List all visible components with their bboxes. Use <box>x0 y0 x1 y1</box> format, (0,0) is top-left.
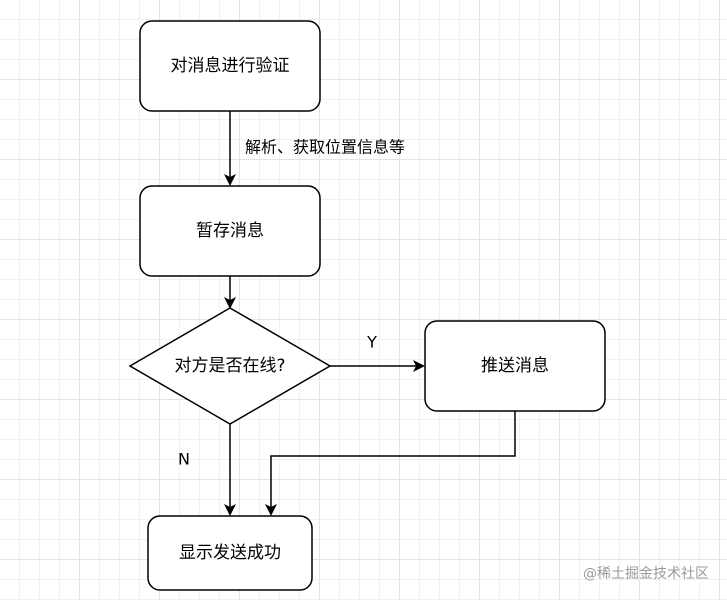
node-decision-label: 对方是否在线? <box>174 356 285 376</box>
node-decision: 对方是否在线? <box>128 307 332 425</box>
node-push-label: 推送消息 <box>481 356 549 376</box>
node-success: 显示发送成功 <box>147 515 313 591</box>
node-push: 推送消息 <box>424 320 606 412</box>
node-verify: 对消息进行验证 <box>139 20 321 112</box>
watermark-text: @稀土掘金技术社区 <box>583 566 709 582</box>
node-verify-label: 对消息进行验证 <box>171 56 290 76</box>
edge-push-to-success <box>265 411 516 516</box>
edge-label-parse: 解析、获取位置信息等 <box>245 138 405 157</box>
node-store: 暂存消息 <box>139 185 321 277</box>
edge-label-yes: Y <box>366 333 377 352</box>
node-store-label: 暂存消息 <box>196 221 264 241</box>
edge-label-no: N <box>178 450 190 469</box>
node-success-label: 显示发送成功 <box>179 543 281 563</box>
